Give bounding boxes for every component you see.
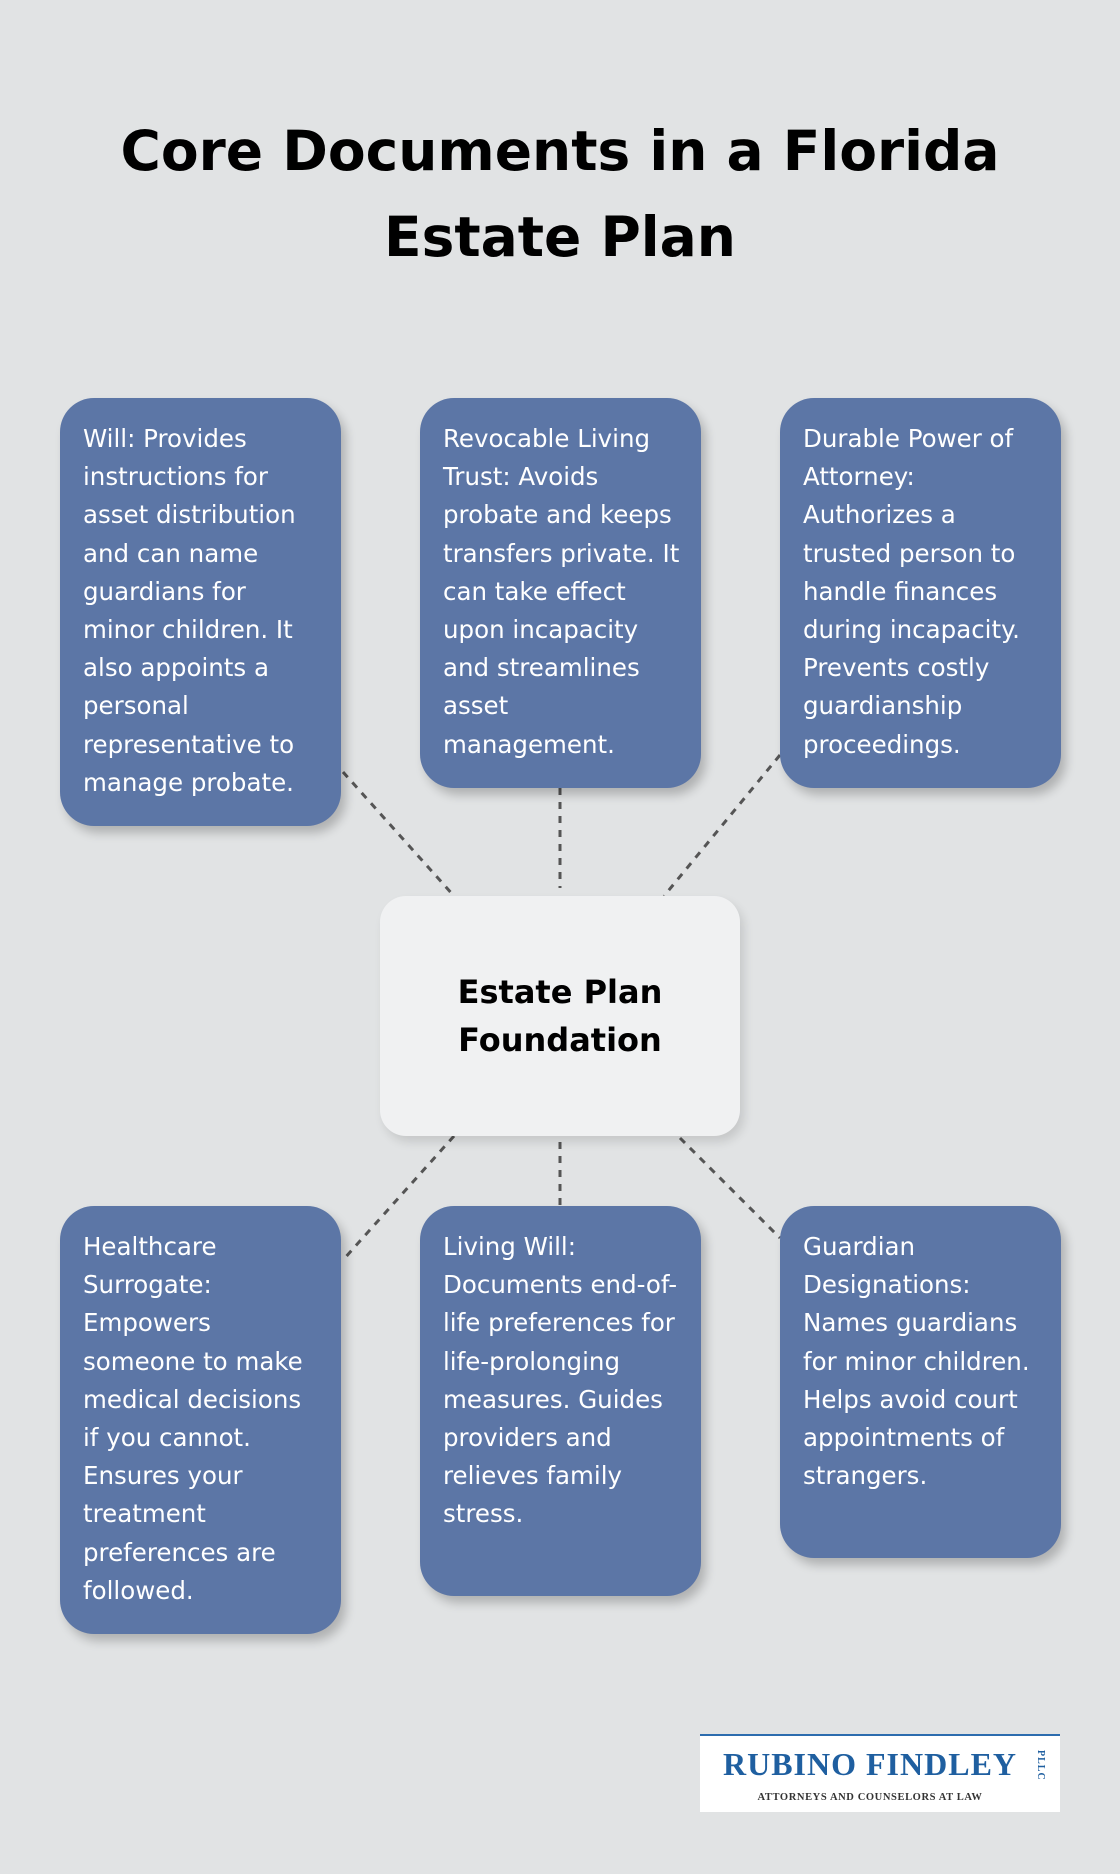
document-card-text: Healthcare Surrogate: Empowers someone t… — [83, 1232, 303, 1605]
document-card-guardian-designations: Guardian Designations: Names guardians f… — [780, 1206, 1061, 1558]
document-card-revocable-living-trust: Revocable Living Trust: Avoids probate a… — [420, 398, 701, 788]
document-card-text: Durable Power of Attorney: Authorizes a … — [803, 424, 1020, 759]
document-card-text: Guardian Designations: Names guardians f… — [803, 1232, 1030, 1491]
center-node: Estate Plan Foundation — [380, 896, 740, 1136]
connector-will — [341, 770, 456, 898]
firm-logo: RUBINO FINDLEY PLLC ATTORNEYS AND COUNSE… — [700, 1734, 1060, 1812]
document-card-text: Will: Provides instructions for asset di… — [83, 424, 296, 797]
center-node-label: Estate Plan Foundation — [457, 973, 663, 1059]
document-card-will: Will: Provides instructions for asset di… — [60, 398, 341, 826]
logo-tagline: ATTORNEYS AND COUNSELORS AT LAW — [757, 1792, 983, 1803]
connector-poa — [662, 754, 782, 897]
document-card-text: Living Will: Documents end-of-life prefe… — [443, 1232, 678, 1529]
document-card-living-will: Living Will: Documents end-of-life prefe… — [420, 1206, 701, 1596]
document-card-durable-power-of-attorney: Durable Power of Attorney: Authorizes a … — [780, 398, 1061, 788]
document-card-text: Revocable Living Trust: Avoids probate a… — [443, 424, 680, 759]
logo-suffix: PLLC — [1035, 1750, 1046, 1781]
logo-firm-name: RUBINO FINDLEY — [722, 1746, 1018, 1782]
page-title: Core Documents in a Florida Estate Plan — [120, 119, 1000, 269]
document-card-healthcare-surrogate: Healthcare Surrogate: Empowers someone t… — [60, 1206, 341, 1634]
connector-guardian — [678, 1136, 782, 1240]
